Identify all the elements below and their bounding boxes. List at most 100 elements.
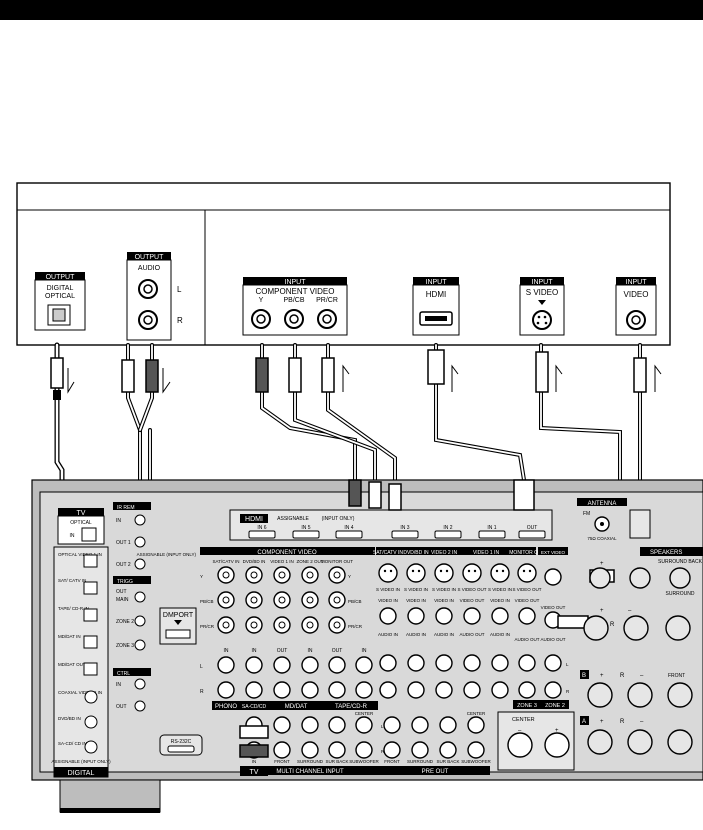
tv-input-component: INPUT COMPONENT VIDEO Y PB/CB PR/CR <box>242 277 348 336</box>
svg-text:PR/CR: PR/CR <box>316 297 338 304</box>
receiver-tv-optical-in[interactable] <box>81 527 97 542</box>
svg-text:R: R <box>566 689 570 694</box>
svg-text:–: – <box>518 728 522 734</box>
tv-output-audio: OUTPUT AUDIO L R <box>126 252 183 341</box>
cable-plugs-receiver <box>348 479 535 511</box>
svg-text:IN: IN <box>116 518 121 524</box>
svg-text:OUT 2: OUT 2 <box>116 562 131 568</box>
receiver-speakers: SPEAKERS SURROUND BACK + SURROUND + – R … <box>497 547 703 771</box>
svg-text:VIDEO 1 IN: VIDEO 1 IN <box>473 550 500 556</box>
svg-text:PRE OUT: PRE OUT <box>422 769 449 775</box>
svideo-port[interactable] <box>532 310 552 330</box>
svg-text:AUDIO IN: AUDIO IN <box>406 632 426 637</box>
svg-text:L: L <box>381 724 384 729</box>
svg-text:IN 6: IN 6 <box>257 525 266 531</box>
svg-text:R: R <box>620 719 625 725</box>
svg-text:IN 2: IN 2 <box>443 525 452 531</box>
svg-text:Y: Y <box>348 574 351 579</box>
svg-text:IN 4: IN 4 <box>344 525 353 531</box>
svg-text:CTRL: CTRL <box>117 671 130 677</box>
svg-text:ASSIGNABLE (INPUT ONLY): ASSIGNABLE (INPUT ONLY) <box>51 759 111 764</box>
receiver-component-video: COMPONENT VIDEO ASSIGNABLE (INPUT ONLY) … <box>137 547 375 634</box>
svg-text:–: – <box>628 608 632 614</box>
svg-text:SA-CD/ CD IN: SA-CD/ CD IN <box>58 741 87 746</box>
svg-text:TV: TV <box>77 510 86 517</box>
svg-text:VIDEO IN: VIDEO IN <box>434 598 454 603</box>
svg-text:IN: IN <box>224 648 229 654</box>
svg-text:SPEAKERS: SPEAKERS <box>650 550 682 556</box>
svg-text:OUT: OUT <box>116 589 127 595</box>
svg-text:DIGITAL: DIGITAL <box>47 285 74 292</box>
svg-text:L: L <box>200 664 203 670</box>
svg-text:R: R <box>620 673 625 679</box>
svg-text:IN: IN <box>252 759 257 764</box>
svg-text:ZONE 2: ZONE 2 <box>116 619 134 625</box>
receiver-audio-jacks: L R IN IN OUT IN OUT IN PHONO SA-CD/CD M… <box>200 648 378 710</box>
svg-text:CENTER: CENTER <box>467 711 486 716</box>
svg-text:+: + <box>555 728 559 734</box>
svg-text:SURROUND BACK: SURROUND BACK <box>658 559 703 565</box>
svg-text:OPTICAL VIDEO 1 IN: OPTICAL VIDEO 1 IN <box>58 552 102 557</box>
receiver-hdmi-row: HDMI ASSIGNABLE (INPUT ONLY) IN 6 IN 5 I… <box>229 509 553 541</box>
receiver-dmport: DMPORT <box>159 607 197 645</box>
svg-text:IN: IN <box>308 648 313 654</box>
svg-text:INPUT: INPUT <box>626 279 648 286</box>
svg-text:DMPORT: DMPORT <box>163 612 194 619</box>
svg-text:SUR BACK: SUR BACK <box>436 759 459 764</box>
svg-text:VIDEO: VIDEO <box>624 290 649 299</box>
svg-text:IR REM: IR REM <box>117 505 135 511</box>
svg-text:L: L <box>177 285 182 294</box>
svg-text:PR/CR: PR/CR <box>348 624 363 629</box>
svg-text:MONITOR OUT: MONITOR OUT <box>509 550 544 556</box>
svg-text:AUDIO OUT: AUDIO OUT <box>459 632 484 637</box>
svg-text:RS-232C: RS-232C <box>171 739 192 745</box>
svg-text:SAT/ CATV IN: SAT/ CATV IN <box>58 578 86 583</box>
svg-text:R: R <box>381 749 385 754</box>
svg-text:HDMI: HDMI <box>245 516 263 523</box>
svg-text:OUT 1: OUT 1 <box>116 540 131 546</box>
svg-text:VIDEO 2 IN: VIDEO 2 IN <box>431 550 458 556</box>
svg-text:SURROUND: SURROUND <box>297 759 324 764</box>
svg-text:OUT: OUT <box>527 525 538 531</box>
svg-text:CENTER: CENTER <box>512 717 535 723</box>
svg-text:S VIDEO IN: S VIDEO IN <box>404 587 428 592</box>
svg-text:SUBWOOFER: SUBWOOFER <box>461 759 491 764</box>
svg-text:SURROUND: SURROUND <box>666 591 695 597</box>
svg-text:S VIDEO: S VIDEO <box>526 288 558 297</box>
svg-text:CENTER: CENTER <box>355 711 374 716</box>
svg-text:MD/DAT: MD/DAT <box>285 704 308 710</box>
svg-text:+: + <box>600 561 604 567</box>
svg-text:SUBWOOFER: SUBWOOFER <box>349 759 379 764</box>
svg-text:(INPUT ONLY): (INPUT ONLY) <box>322 516 355 522</box>
top-black-bar <box>0 0 703 20</box>
svg-text:MULTI CHANNEL INPUT: MULTI CHANNEL INPUT <box>276 769 344 775</box>
svg-text:IN: IN <box>252 648 257 654</box>
svg-text:PB/CB: PB/CB <box>348 599 362 604</box>
svg-text:DIGITAL: DIGITAL <box>68 770 95 777</box>
tv-input-hdmi: INPUT HDMI <box>412 277 460 336</box>
svg-text:SAT/CATV IN: SAT/CATV IN <box>212 559 239 564</box>
svg-text:S VIDEO IN: S VIDEO IN <box>432 587 456 592</box>
svg-text:VIDEO 1 IN: VIDEO 1 IN <box>270 559 294 564</box>
receiver-rs232c-tv: RS-232C TV <box>159 725 269 776</box>
svg-text:IN 3: IN 3 <box>400 525 409 531</box>
svg-text:OPTICAL: OPTICAL <box>70 520 92 526</box>
svg-text:SUR BACK: SUR BACK <box>325 759 348 764</box>
svg-text:ANTENNA: ANTENNA <box>588 501 617 507</box>
svg-text:MD/DAT OUT: MD/DAT OUT <box>58 662 86 667</box>
svg-text:TRIGG: TRIGG <box>117 579 133 585</box>
svg-text:VIDEO OUT: VIDEO OUT <box>515 598 540 603</box>
svg-text:AUDIO: AUDIO <box>138 265 161 272</box>
svg-text:TV: TV <box>250 769 259 776</box>
svg-text:SA-CD/CD: SA-CD/CD <box>242 704 267 710</box>
svg-text:AUDIO IN: AUDIO IN <box>490 632 510 637</box>
receiver-digital-column: OPTICAL VIDEO 1 IN SAT/ CATV IN TAPE/ CD… <box>51 546 111 778</box>
svg-text:OPTICAL: OPTICAL <box>45 293 75 300</box>
receiver-antenna: ANTENNA FM 75Ω COAXIAL <box>577 498 651 541</box>
svg-text:OUTPUT: OUTPUT <box>135 254 165 261</box>
svg-text:COMPONENT VIDEO: COMPONENT VIDEO <box>257 550 317 556</box>
svg-text:L: L <box>566 662 569 667</box>
cable-plugs-top <box>50 349 662 400</box>
svg-text:TAPE/CD-R: TAPE/CD-R <box>335 704 368 710</box>
svg-text:DVD/BD IN: DVD/BD IN <box>58 716 81 721</box>
